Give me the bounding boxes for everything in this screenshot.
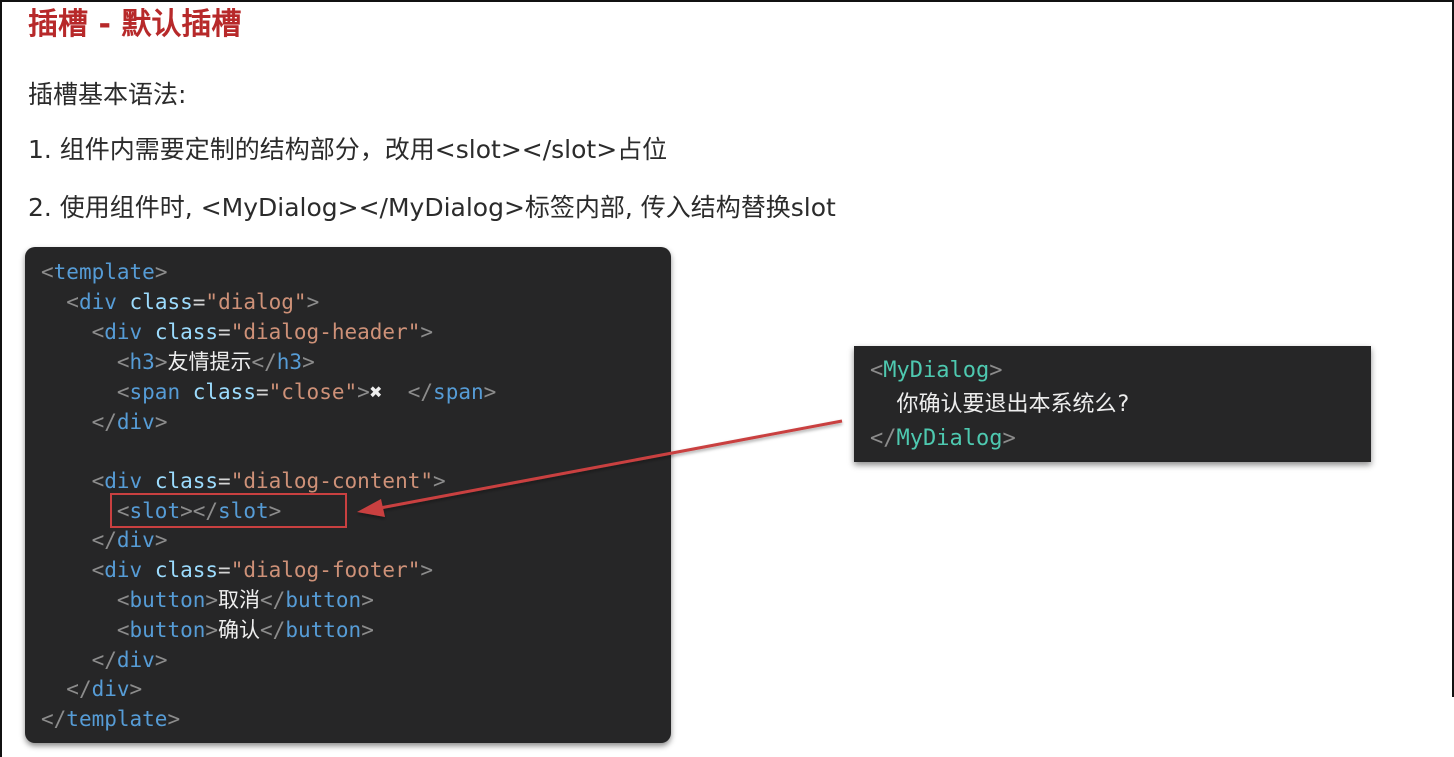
step-1-text: 1. 组件内需要定制的结构部分，改用<slot></slot>占位 xyxy=(28,135,668,164)
code-line: 你确认要退出本系统么? xyxy=(896,392,1130,417)
code-line: <MyDialog> xyxy=(870,358,1003,383)
code-line: <button>取消</button> xyxy=(116,588,374,612)
window-frame-left xyxy=(0,0,2,757)
code-line: <div class="dialog-header"> xyxy=(91,320,434,344)
window-frame-right xyxy=(1452,0,1454,697)
code-line: </template> xyxy=(41,707,181,731)
code-line: <div class="dialog-footer"> xyxy=(91,558,434,582)
slot-highlight-box xyxy=(110,493,347,528)
code-line: <div class="dialog"> xyxy=(66,290,320,314)
code-block-component: <template> <div class="dialog"> <div cla… xyxy=(25,247,671,743)
code-line: </div> xyxy=(91,528,168,552)
intro-text: 插槽基本语法: xyxy=(28,80,187,109)
close-icon: ✖ xyxy=(369,380,383,404)
step-2-text: 2. 使用组件时, <MyDialog></MyDialog>标签内部, 传入结… xyxy=(28,193,836,222)
code-block-usage: <MyDialog> 你确认要退出本系统么? </MyDialog> xyxy=(854,346,1371,462)
code-line-slot: <slot></slot> xyxy=(116,499,282,523)
window-frame-top xyxy=(0,0,1454,2)
code-line: </MyDialog> xyxy=(870,426,1016,451)
code-line: <span class="close">✖ </span> xyxy=(116,380,497,404)
page-title: 插槽 - 默认插槽 xyxy=(28,7,242,42)
code-line: </div> xyxy=(91,410,168,434)
code-line: </div> xyxy=(91,648,168,672)
code-line: <div class="dialog-content"> xyxy=(91,469,446,493)
code-line: <button>确认</button> xyxy=(116,618,374,642)
code-line: <h3>友情提示</h3> xyxy=(116,350,315,374)
code-line: </div> xyxy=(66,677,143,701)
code-line: <template> xyxy=(41,260,168,284)
